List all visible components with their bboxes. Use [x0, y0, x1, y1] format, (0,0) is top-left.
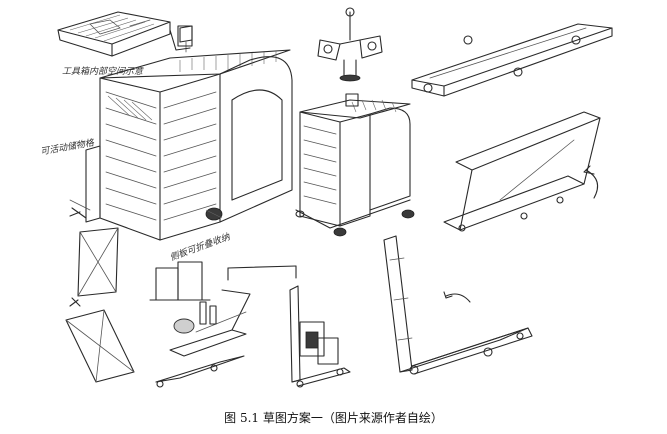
- tray-frame-top: [411, 23, 613, 97]
- top-note: 工具箱内部空间示意: [62, 67, 144, 77]
- folded-cart-bottom-right: [383, 235, 533, 375]
- left-folding-frames: [65, 207, 135, 383]
- accessory-sketch: [317, 7, 383, 82]
- sketch-drawing: 工具箱内部空间示意 可活动储物格 侧板可折叠收纳: [40, 7, 613, 388]
- flat-tray-bottom-left: [155, 289, 251, 388]
- mid-cabinet-sketch: [295, 93, 415, 237]
- figure-caption: 图 5.1 草图方案一（图片来源作者自绘）: [224, 411, 443, 425]
- sketch-svg: [57, 7, 613, 388]
- folding-frame-mid: [443, 111, 601, 232]
- folded-cart-bottom-center: [289, 285, 351, 388]
- small-items-cluster: [149, 261, 217, 334]
- main-cabinet-sketch: [69, 25, 293, 241]
- tray-sketch: [57, 11, 171, 57]
- drawer-bar: [227, 265, 297, 281]
